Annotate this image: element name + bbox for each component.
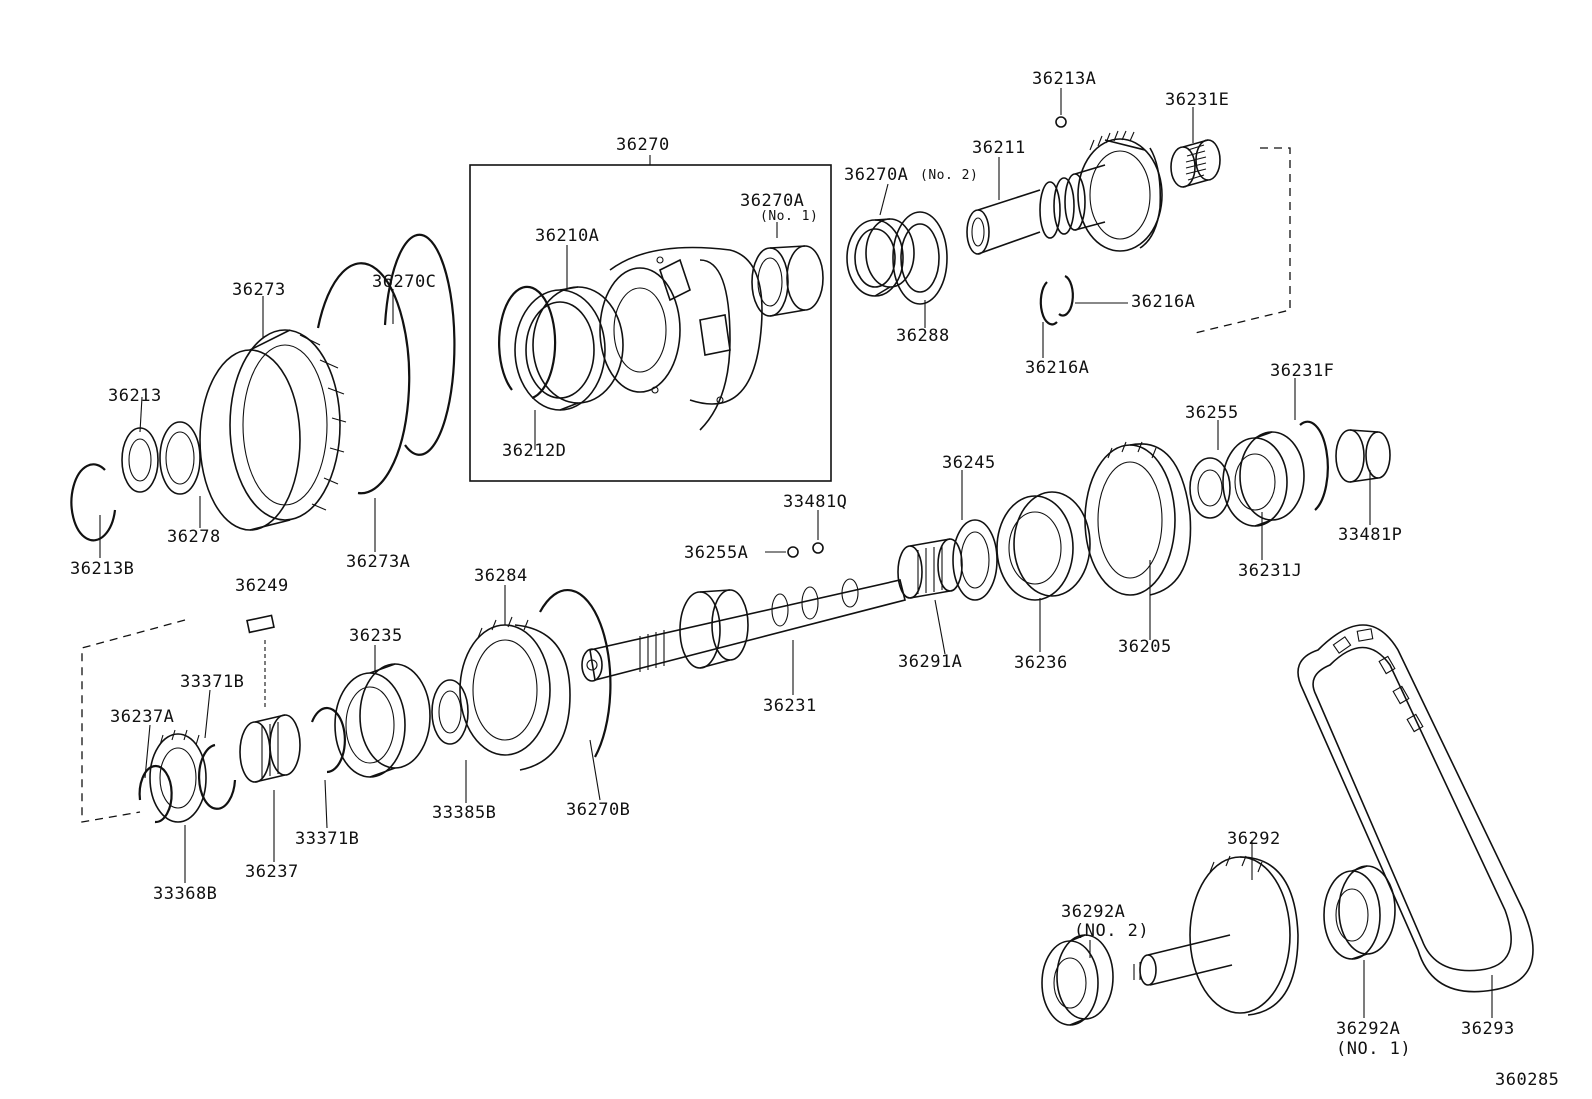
- snap-rings-36216A: [1039, 274, 1074, 326]
- snap-ring-36237A: [138, 765, 173, 824]
- snap-ring-33371B-lower: [310, 706, 346, 774]
- callout-33371B-top[interactable]: 33371B: [180, 672, 245, 692]
- callout-36273A[interactable]: 36273A: [346, 552, 411, 572]
- ball-36213A: [1055, 116, 1067, 128]
- needle-bearing-36231E: [1170, 139, 1221, 188]
- callout-36292A-no1-note: (NO. 1): [1336, 1039, 1412, 1059]
- snap-ring-36270B: [539, 588, 612, 758]
- callout-36245[interactable]: 36245: [942, 453, 996, 473]
- spacer-33481P: [1335, 429, 1391, 483]
- snap-ring-33371B-upper: [197, 743, 237, 810]
- callout-36270A-no1-note: (No. 1): [760, 209, 819, 224]
- callout-33368B[interactable]: 33368B: [153, 884, 218, 904]
- washer-36278: [159, 421, 201, 495]
- callout-36288[interactable]: 36288: [896, 326, 950, 346]
- callout-36216A-left[interactable]: 36216A: [1025, 358, 1090, 378]
- needle-bearing-36237: [239, 714, 301, 783]
- needle-bearing-36270A-no1: [751, 245, 824, 317]
- washer-36255: [1189, 457, 1231, 519]
- ring-gear-36273: [199, 329, 347, 531]
- bearing-36292A-no1: [1323, 865, 1396, 960]
- callout-36213A-top[interactable]: 36213A: [1032, 69, 1097, 89]
- callout-36255[interactable]: 36255: [1185, 403, 1239, 423]
- callout-36213B[interactable]: 36213B: [70, 559, 135, 579]
- callout-36270A-no1[interactable]: 36270A: [740, 191, 805, 211]
- bearing-36292A-no2: [1041, 934, 1114, 1026]
- callout-36231J[interactable]: 36231J: [1238, 561, 1303, 581]
- callout-36284[interactable]: 36284: [474, 566, 528, 586]
- bearing-36231J: [1222, 431, 1305, 527]
- callout-36292[interactable]: 36292: [1227, 829, 1281, 849]
- leader-lines: [99, 88, 1493, 1018]
- callout-36231F[interactable]: 36231F: [1270, 361, 1335, 381]
- mainshaft-36231: [581, 578, 906, 682]
- callout-36210A[interactable]: 36210A: [535, 226, 600, 246]
- snap-ring-36270C: [383, 233, 456, 456]
- thrust-washer-36288: [892, 211, 948, 305]
- callout-36270C[interactable]: 36270C: [372, 272, 437, 292]
- callout-36235[interactable]: 36235: [349, 626, 403, 646]
- key-36249: [246, 614, 275, 634]
- callout-36231E[interactable]: 36231E: [1165, 90, 1230, 110]
- ring-36210A: [514, 286, 624, 411]
- callout-36237A[interactable]: 36237A: [110, 707, 175, 727]
- callout-36236[interactable]: 36236: [1014, 653, 1068, 673]
- callout-36291A[interactable]: 36291A: [898, 652, 963, 672]
- callout-36270B[interactable]: 36270B: [566, 800, 631, 820]
- ball-36255A: [787, 546, 799, 558]
- callout-36237[interactable]: 36237: [245, 862, 299, 882]
- callout-36278[interactable]: 36278: [167, 527, 221, 547]
- gear-36245: [952, 519, 998, 601]
- callout-33481P[interactable]: 33481P: [1338, 525, 1403, 545]
- callout-36249[interactable]: 36249: [235, 576, 289, 596]
- callout-36255A[interactable]: 36255A: [684, 543, 749, 563]
- callout-36292A-no2-note: (NO. 2): [1074, 921, 1150, 941]
- dashed-assembly-lines: [81, 147, 1291, 823]
- callout-36212D[interactable]: 36212D: [502, 441, 567, 461]
- drive-chain-36293: [1297, 624, 1534, 993]
- snap-ring-36213B: [70, 463, 117, 542]
- callout-33371B-bottom[interactable]: 33371B: [295, 829, 360, 849]
- sprocket-36205: [1084, 441, 1192, 596]
- callout-36292A-no1[interactable]: 36292A: [1336, 1019, 1401, 1039]
- gear-36235: [334, 663, 431, 778]
- callout-36270[interactable]: 36270: [616, 135, 670, 155]
- callout-36293[interactable]: 36293: [1461, 1019, 1515, 1039]
- callout-36292A-no2[interactable]: 36292A: [1061, 902, 1126, 922]
- planetary-carrier: [599, 246, 763, 431]
- callout-36231[interactable]: 36231: [763, 696, 817, 716]
- ball-33481Q: [812, 542, 824, 554]
- hub-sleeve-36284: [459, 616, 571, 771]
- snap-ring-36231F: [1299, 420, 1329, 511]
- sprocket-36292: [1133, 855, 1299, 1016]
- callout-36211[interactable]: 36211: [972, 138, 1026, 158]
- callout-33385B[interactable]: 33385B: [432, 803, 497, 823]
- callout-36216A-right[interactable]: 36216A: [1131, 292, 1196, 312]
- callout-36213[interactable]: 36213: [108, 386, 162, 406]
- callout-36270A-no2-note: (No. 2): [920, 168, 979, 183]
- gear-36236: [996, 491, 1091, 601]
- washer-36213: [121, 427, 159, 493]
- gear-33368B: [149, 729, 207, 823]
- ring-33385B: [431, 679, 469, 745]
- planetary-assembly-frame: [469, 164, 832, 482]
- callout-36270A-no2[interactable]: 36270A: [844, 165, 909, 185]
- gear-shaft-36211: [966, 130, 1163, 255]
- bearing-race-36270A-no2: [846, 218, 915, 297]
- figure-number: 360285: [1495, 1070, 1560, 1090]
- callout-36273[interactable]: 36273: [232, 280, 286, 300]
- needle-bearing-36291A: [897, 538, 963, 599]
- callout-33481Q[interactable]: 33481Q: [783, 492, 848, 512]
- ring-36273A: [316, 262, 411, 495]
- snap-ring-36212D: [498, 285, 557, 400]
- callout-36205[interactable]: 36205: [1118, 637, 1172, 657]
